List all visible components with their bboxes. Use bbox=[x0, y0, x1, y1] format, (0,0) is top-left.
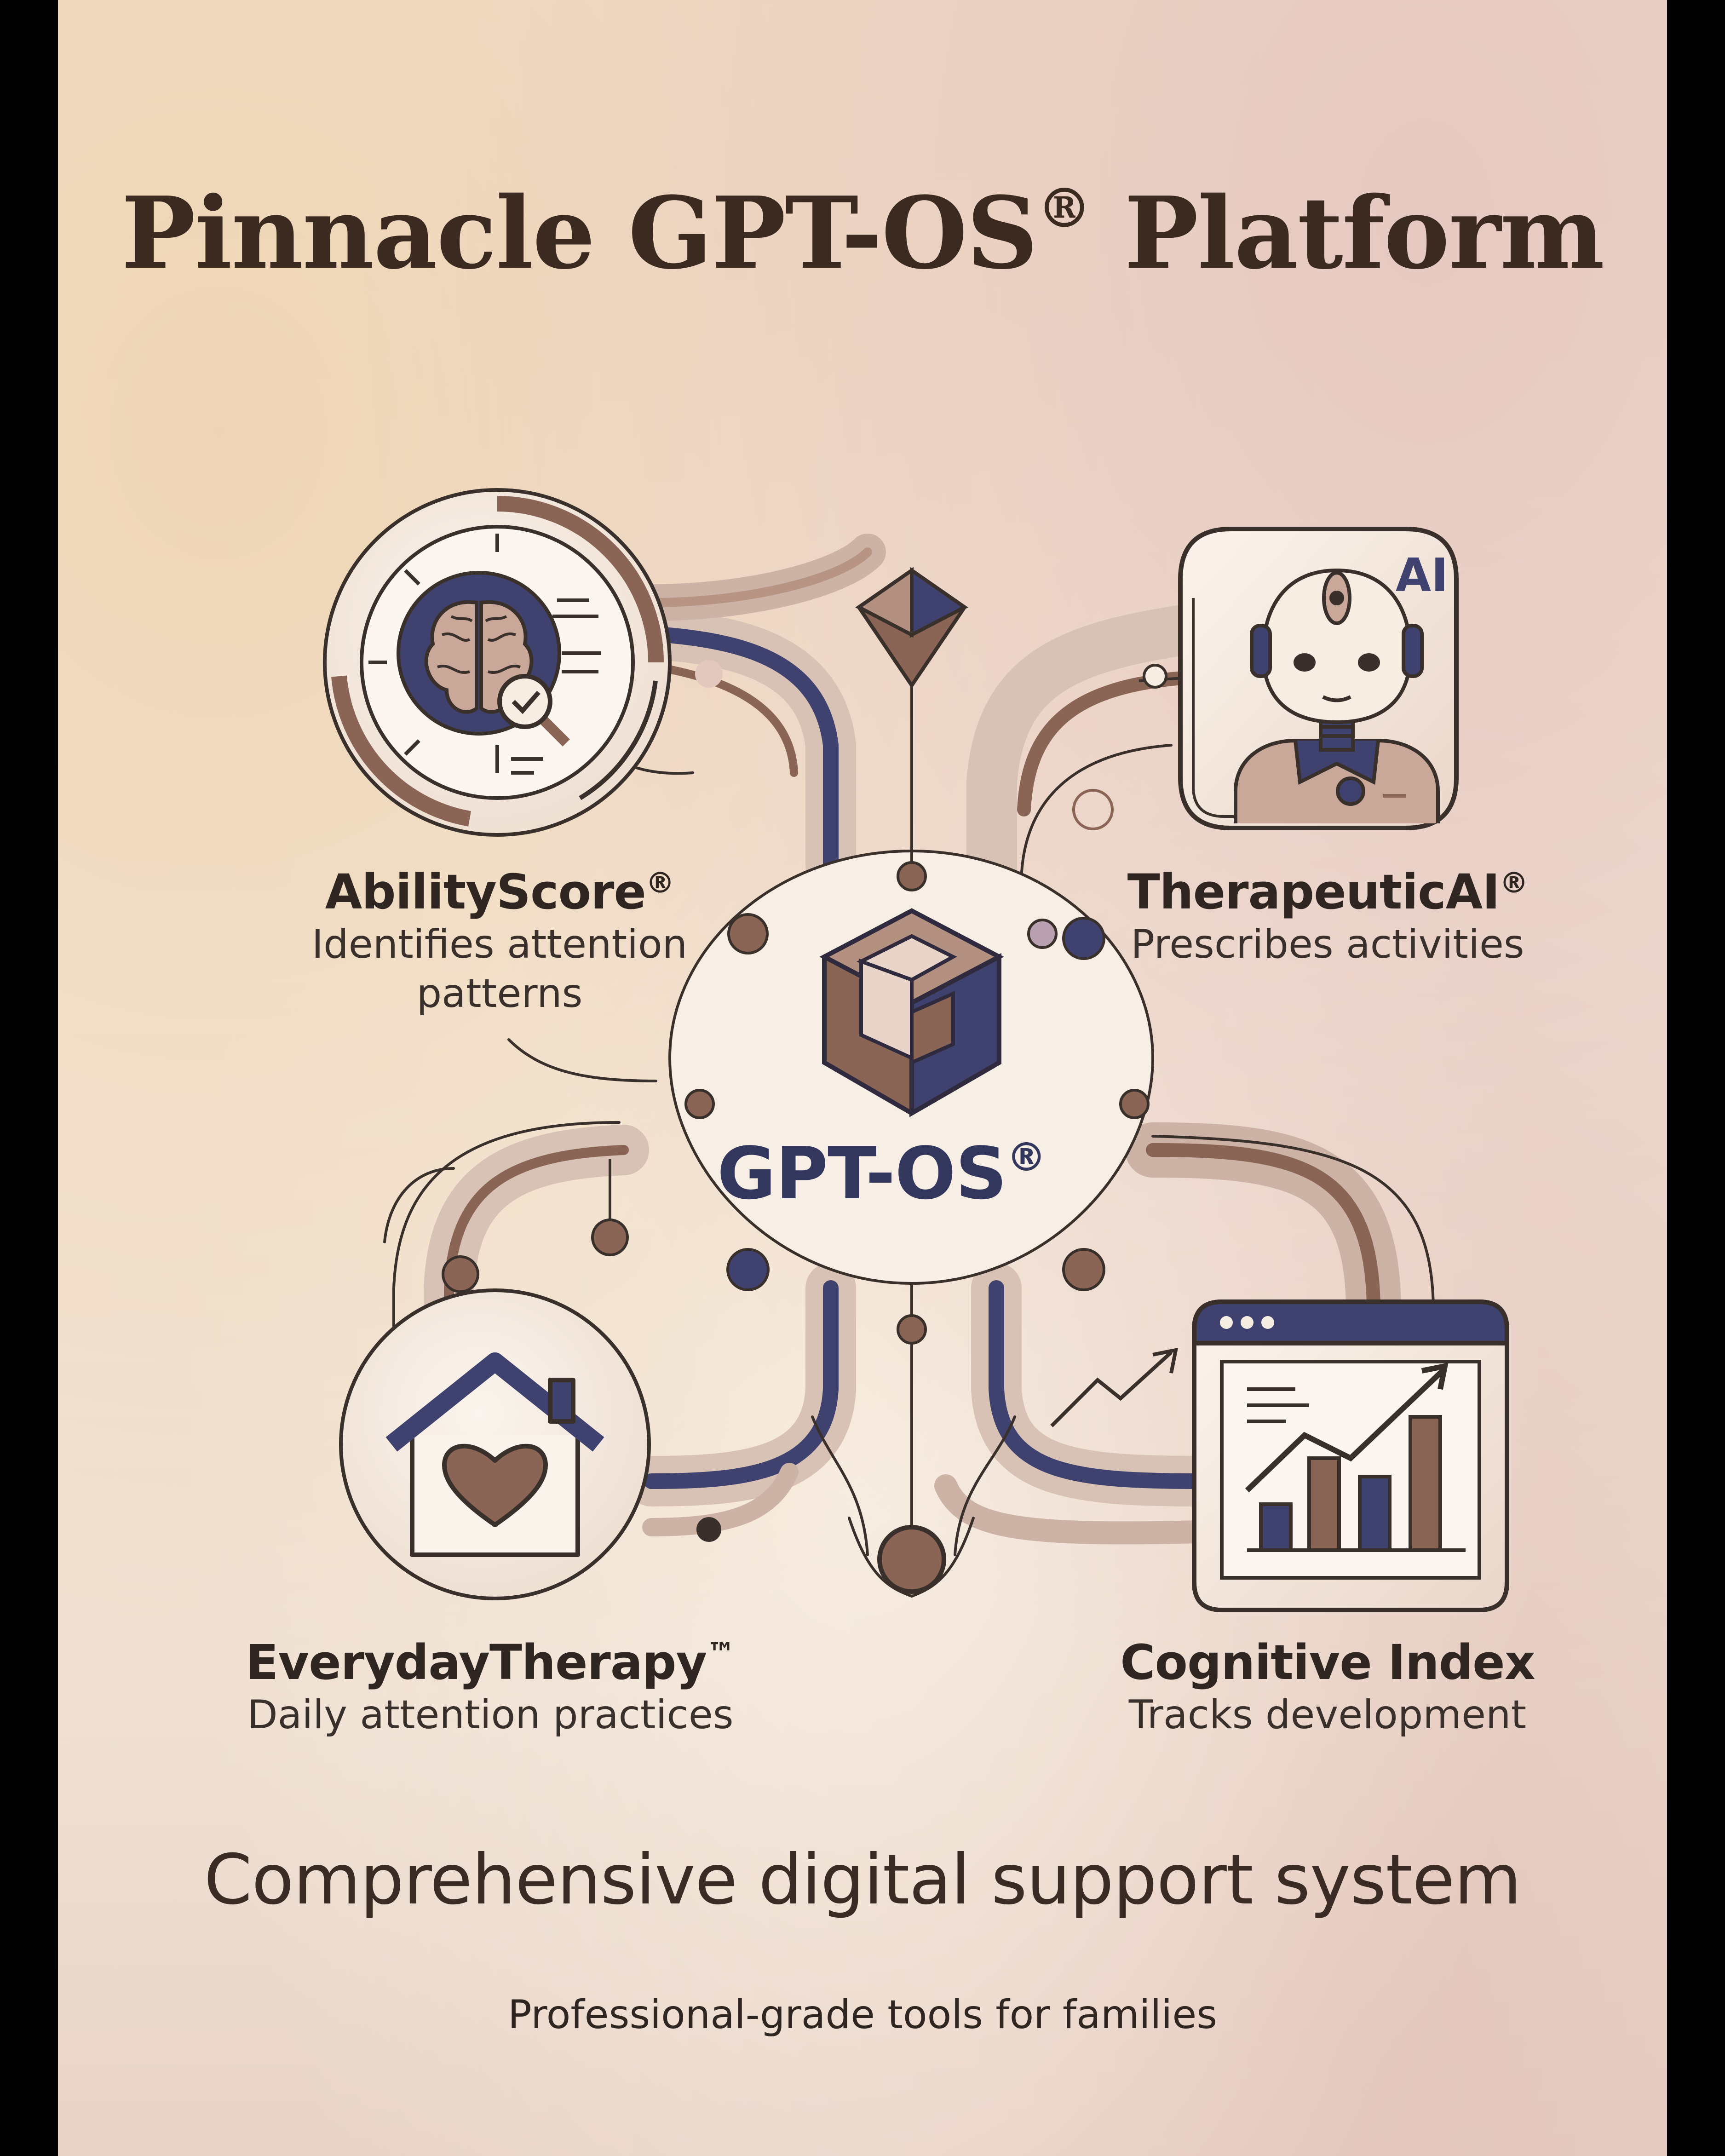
ai-badge-text: AI bbox=[1396, 548, 1449, 602]
gpt-os-label: GPT-OS® bbox=[717, 1132, 1046, 1215]
everydaytherapy-label: EverydayTherapy™ Daily attention practic… bbox=[191, 1635, 789, 1740]
abilityscore-desc-line1: Identifies attention bbox=[311, 921, 688, 967]
abilityscore-desc-line2: patterns bbox=[416, 971, 583, 1017]
cognitive-index-name: Cognitive Index bbox=[1120, 1634, 1535, 1690]
abilityscore-name: AbilityScore® bbox=[325, 864, 675, 920]
central-hub bbox=[668, 849, 1155, 1285]
cognitive-index-icon-group bbox=[1192, 1299, 1509, 1612]
page-title: Pinnacle GPT-OS® Platform bbox=[121, 175, 1605, 291]
therapeuticai-desc: Prescribes activities bbox=[1131, 921, 1524, 967]
cognitive-index-desc: Tracks development bbox=[1128, 1691, 1527, 1738]
robot-icon bbox=[1234, 568, 1440, 823]
everydaytherapy-name: EverydayTherapy™ bbox=[246, 1634, 735, 1690]
therapeuticai-icon-group: AI bbox=[1178, 527, 1459, 830]
therapeuticai-name: TherapeuticAI® bbox=[1127, 864, 1529, 920]
therapeuticai-label: TherapeuticAI® Prescribes activities bbox=[1052, 864, 1604, 969]
poster: Pinnacle GPT-OS® Platform bbox=[58, 0, 1667, 2156]
trend-arrow-icon bbox=[1050, 1347, 1179, 1427]
platform-diagram: AI bbox=[323, 488, 1509, 1612]
abilityscore-label: AbilityScore® Identifies attention patte… bbox=[224, 864, 776, 1019]
sub-tagline: Professional-grade tools for families bbox=[507, 1992, 1218, 2038]
gem-icon bbox=[855, 567, 968, 689]
abilityscore-icon-group bbox=[323, 488, 672, 837]
everydaytherapy-desc: Daily attention practices bbox=[247, 1691, 734, 1738]
gpt-os-logo-icon bbox=[819, 908, 1004, 1117]
cognitive-index-label: Cognitive Index Tracks development bbox=[1052, 1635, 1604, 1740]
everydaytherapy-icon-group bbox=[339, 1288, 651, 1600]
tagline: Comprehensive digital support system bbox=[204, 1840, 1521, 1920]
house-heart-icon bbox=[385, 1352, 604, 1557]
growth-chart-icon bbox=[1245, 1363, 1466, 1552]
magnifier-icon bbox=[497, 674, 570, 747]
